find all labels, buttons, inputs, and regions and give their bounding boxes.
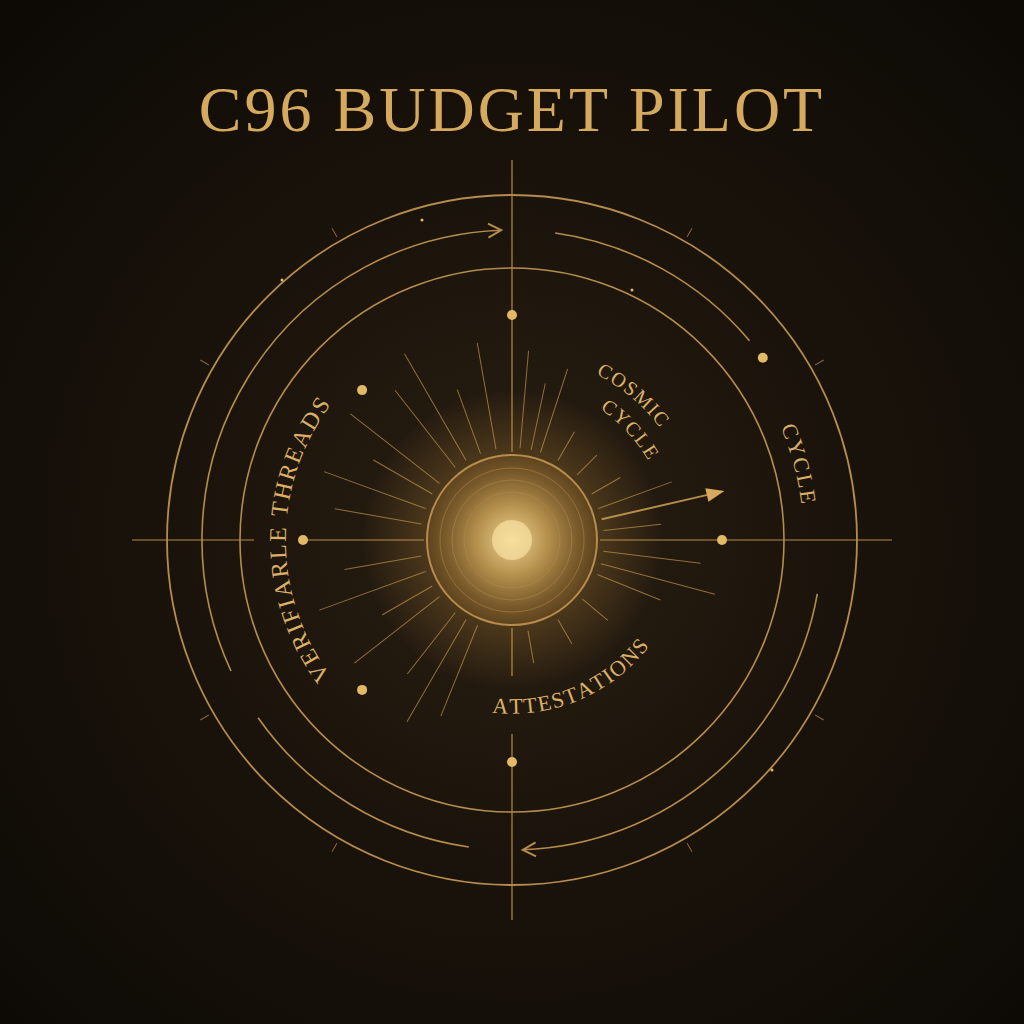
glyph: C <box>788 455 813 475</box>
ring-label: COSMIC CYCLE <box>582 357 676 475</box>
glyph: T <box>509 695 523 717</box>
node-dots <box>281 219 774 772</box>
arrow-head <box>523 842 536 856</box>
sun-rays <box>319 343 714 722</box>
arrow-head <box>488 223 501 237</box>
glyph: R <box>267 560 293 579</box>
sun-core <box>427 455 597 625</box>
ring-label: CYCLE <box>761 412 822 520</box>
cycle-arc <box>555 233 749 341</box>
glyph: E <box>795 488 819 505</box>
glyph <box>266 518 290 526</box>
glyph: A <box>492 695 509 718</box>
ring-label: VERIFIARLE THREADS <box>262 386 351 693</box>
glyph: A <box>269 578 296 600</box>
axis-lines <box>132 160 892 920</box>
sun-glow <box>362 390 662 690</box>
ring-label: ATTESTATIONS <box>478 629 668 736</box>
title: C96 BUDGET PILOT <box>199 78 825 142</box>
glyph: L <box>792 472 816 490</box>
sun-center <box>492 520 532 560</box>
glyph: H <box>270 480 297 502</box>
sun-rings <box>440 468 584 612</box>
glyph: E <box>266 527 290 542</box>
glyph: L <box>266 544 291 560</box>
ring-ticks <box>200 228 824 852</box>
cycle-arc <box>258 718 469 847</box>
glyph: T <box>267 500 293 518</box>
